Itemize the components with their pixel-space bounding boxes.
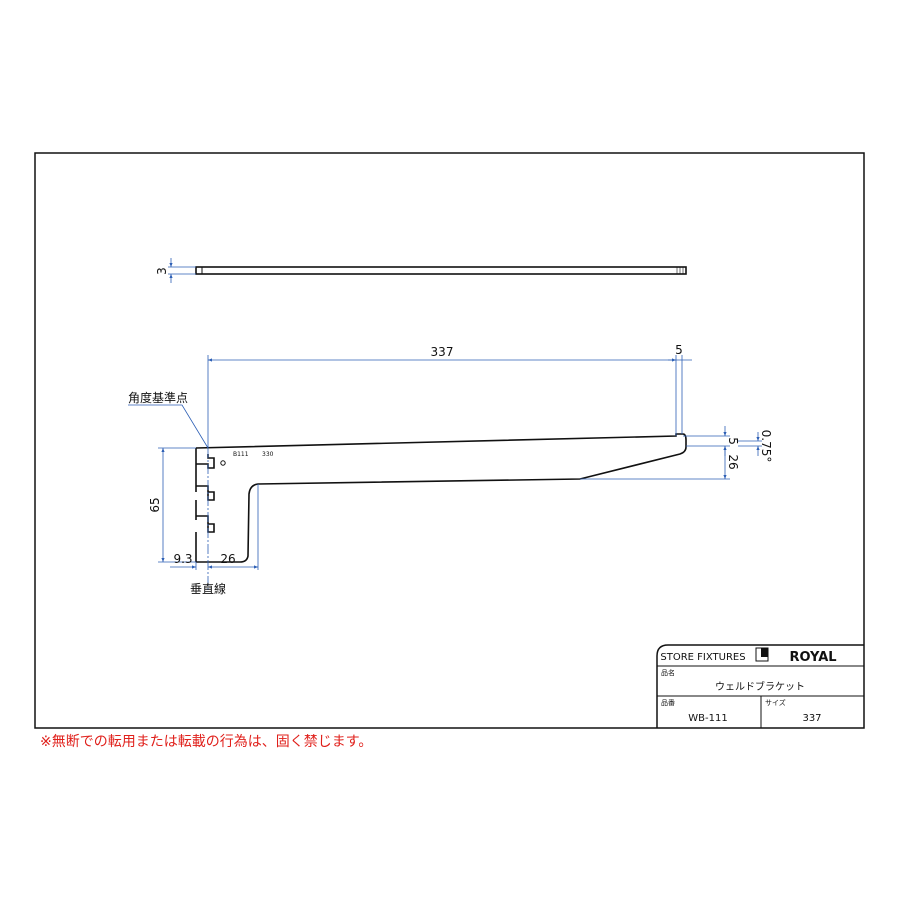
- angle-dimension: 0.75°: [759, 430, 773, 463]
- royal-logo-icon: [755, 647, 769, 662]
- dimensions: 337 5 65 9.3 26 垂直線 角度基準点 5 26 0.75°: [128, 343, 773, 596]
- height-dimension: 65: [148, 497, 162, 512]
- hook-width-dimension: 5: [675, 343, 683, 357]
- offset-dimension: 9.3: [173, 552, 192, 566]
- product-name-label: 品名: [661, 668, 675, 677]
- stamp-code: B111: [233, 451, 249, 458]
- title-block: STORE FIXTURES ROYAL 品名 ウェルドブラケット 品番 WB-…: [656, 644, 864, 728]
- stamp-size: 330: [262, 451, 274, 458]
- bracket-profile: B111 330: [195, 433, 687, 563]
- length-dimension: 337: [431, 345, 454, 359]
- company-tagline: STORE FIXTURES: [660, 652, 745, 663]
- size-label: サイズ: [765, 698, 786, 707]
- thickness-dimension: 3: [155, 267, 169, 275]
- part-no: WB-111: [688, 713, 727, 724]
- part-no-label: 品番: [661, 699, 675, 707]
- top-view: 3: [155, 258, 687, 283]
- size-value: 337: [802, 713, 821, 724]
- brand-name: ROYAL: [789, 650, 836, 665]
- foot-width-dimension: 26: [220, 552, 235, 566]
- reference-point-label: 角度基準点: [128, 390, 188, 405]
- copyright-warning: ※無断での転用または転載の行為は、固く禁じます。: [40, 734, 373, 750]
- drawing-frame: [34, 152, 865, 729]
- product-name: ウェルドブラケット: [715, 680, 805, 693]
- vertical-line-label: 垂直線: [190, 581, 226, 596]
- hook-height-dimension: 5: [726, 437, 740, 445]
- tip-drop-dimension: 26: [726, 454, 740, 469]
